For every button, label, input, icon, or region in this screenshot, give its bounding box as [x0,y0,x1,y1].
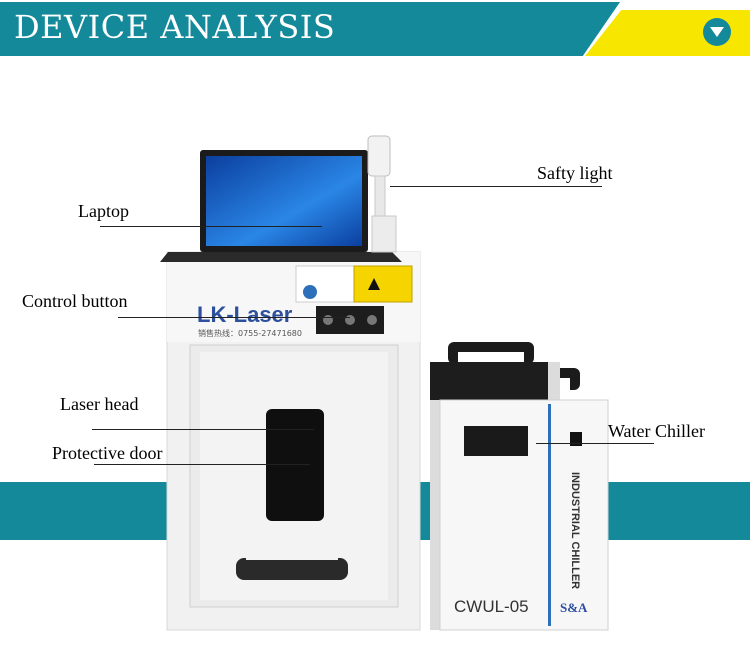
label-safty-light: Safty light [537,163,613,183]
label-control-button: Control button [22,291,128,311]
leader-water-chiller [536,443,654,444]
leader-control-button [118,317,350,318]
laser-machine [166,251,421,631]
page-title: DEVICE ANALYSIS [14,8,336,46]
header-teal-banner [0,2,620,56]
machine-phone: 销售热线：0755-27471680 [198,328,302,338]
certificate-sticker [295,265,355,303]
chiller-switch [570,432,582,446]
leader-safty-light [390,186,602,187]
label-laptop: Laptop [78,201,129,221]
door-handle [236,558,348,580]
chiller-brand: S&A [560,600,588,615]
dropdown-button[interactable] [703,18,731,46]
safety-light-tower [367,135,397,253]
chiller-display [464,426,528,456]
chiller-side-text: INDUSTRIAL CHILLER [569,472,581,589]
laptop-device [160,150,402,262]
leader-laptop [100,226,322,227]
water-chiller-unit [430,342,609,631]
protective-door-window [266,409,324,521]
machine-brand: LK-Laser [197,302,293,327]
warning-sticker [353,265,413,303]
leader-laser-head [92,429,314,430]
label-protective-door: Protective door [52,443,163,463]
label-laser-head: Laser head [60,394,139,414]
header-bar: DEVICE ANALYSIS [0,0,750,56]
label-water-chiller: Water Chiller [608,421,706,441]
leader-protective-door [94,464,310,465]
chiller-model: CWUL-05 [454,597,529,616]
chevron-down-icon [710,27,724,37]
